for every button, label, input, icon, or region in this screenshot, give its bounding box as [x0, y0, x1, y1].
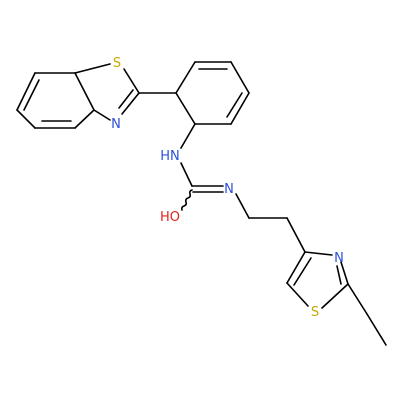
bond [304, 251, 333, 256]
bond [74, 63, 111, 74]
atom-label-layer: S N HN N HO N S [111, 56, 344, 320]
atom-label-n-imine: N [224, 182, 234, 197]
bond [286, 217, 306, 253]
bond [293, 257, 312, 286]
bond [74, 72, 95, 111]
bond [235, 193, 250, 219]
bond [23, 79, 40, 111]
bond-layer [16, 61, 387, 346]
atom-label-n-thiazole: N [334, 251, 344, 266]
bond [16, 72, 36, 111]
bond [286, 282, 309, 307]
atom-label-s-thiazole: S [311, 305, 319, 320]
bond [180, 162, 193, 187]
atom-label-oh: HO [160, 210, 180, 225]
bond [16, 109, 36, 129]
bond [180, 123, 196, 149]
bond [286, 251, 306, 284]
atom-label-nh: HN [160, 149, 180, 164]
wavy-bond [180, 189, 193, 211]
bond [347, 283, 368, 315]
atom-label-n-benzothiazole: N [111, 117, 121, 132]
bond [230, 92, 250, 125]
bond [175, 61, 196, 94]
bond [121, 92, 140, 115]
bond [226, 92, 243, 118]
bond [336, 265, 342, 285]
bond [321, 283, 349, 309]
bond [175, 92, 196, 125]
bond [118, 89, 134, 109]
bond [93, 109, 111, 121]
bond [74, 109, 95, 129]
atom-label-s-benzothiazole: S [113, 56, 121, 71]
bond [340, 261, 349, 285]
bond [366, 313, 387, 346]
bond [123, 68, 140, 94]
bond [230, 61, 250, 94]
